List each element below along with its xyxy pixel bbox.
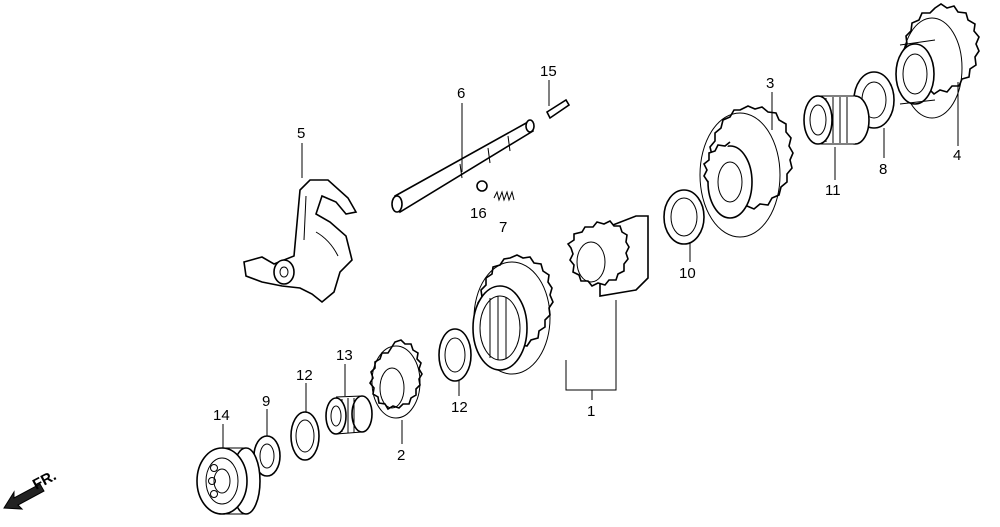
part-7-spring: [493, 190, 515, 202]
callout-9: 9: [262, 393, 270, 410]
callout-2: 2: [397, 447, 405, 464]
part-5-shift-fork: [243, 179, 358, 304]
callout-5: 5: [297, 125, 305, 142]
front-indicator: FR.: [3, 467, 59, 510]
part-12-thrust-washer-left: [290, 411, 320, 461]
callout-12-left: 12: [296, 367, 313, 384]
callout-3: 3: [766, 75, 774, 92]
part-4-gear: [895, 3, 980, 119]
part-14-ball-bearing: [196, 447, 261, 515]
part-10-collar: [663, 189, 705, 245]
callout-labels: 5 6 15 16 7 3 4 8 11 10 1 12 2 13 12 9 1…: [213, 63, 961, 464]
callout-6: 6: [457, 85, 465, 102]
part-3-gear: [699, 105, 794, 238]
part-12-thrust-washer-right: [438, 328, 472, 382]
part-6-fork-shaft: [391, 119, 535, 214]
callout-10: 10: [679, 265, 696, 282]
callout-15: 15: [540, 63, 557, 80]
callout-11: 11: [825, 182, 841, 199]
callout-7: 7: [499, 219, 507, 236]
part-15-pin: [545, 98, 571, 120]
part-11-needle-bearing: [803, 95, 870, 145]
leader-lines: [222, 80, 959, 448]
callout-8: 8: [879, 161, 887, 178]
front-arrow-icon: [3, 483, 45, 510]
callout-1: 1: [587, 403, 595, 420]
part-13-needle-bearing: [325, 395, 373, 435]
callout-12-right: 12: [451, 399, 468, 416]
part-16-ball: [476, 180, 488, 192]
callout-13: 13: [336, 347, 353, 364]
callout-14: 14: [213, 407, 230, 424]
part-2-gear: [369, 339, 423, 419]
part-1-splined-sleeve: [566, 215, 649, 297]
callout-16: 16: [470, 205, 487, 222]
callout-4: 4: [953, 147, 961, 164]
part-1-gear: [472, 254, 554, 375]
